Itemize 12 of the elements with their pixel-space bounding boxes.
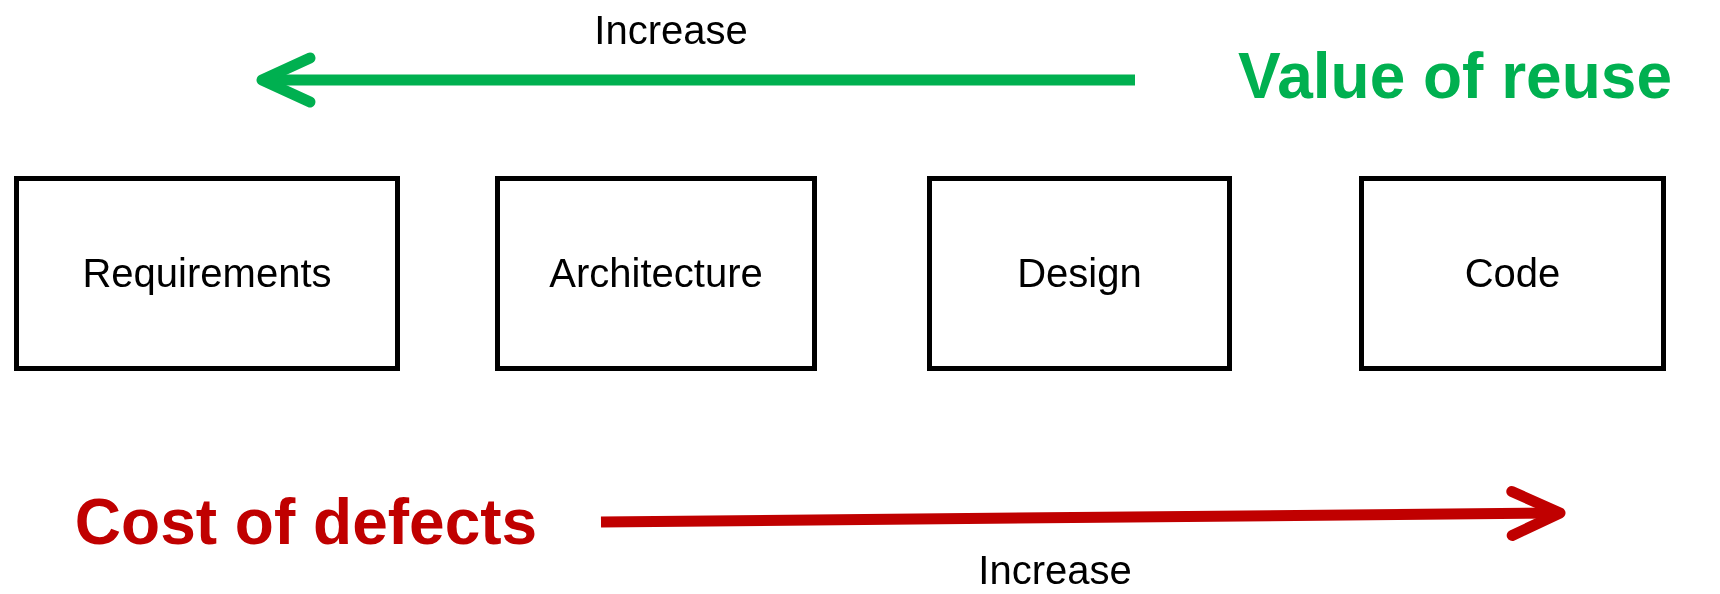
process-box <box>14 176 400 371</box>
box-label: Code <box>1464 251 1561 296</box>
direction-label: Increase <box>978 548 1132 592</box>
box-label: Architecture <box>549 251 763 296</box>
heading-label: Value of reuse <box>1238 40 1672 112</box>
process-box <box>927 176 1232 371</box>
direction-label: Increase <box>594 8 748 52</box>
heading-label: Cost of defects <box>74 486 538 558</box>
process-box <box>1359 176 1666 371</box>
process-box <box>495 176 817 371</box>
box-label: Design <box>1017 251 1142 296</box>
box-label: Requirements <box>82 251 332 296</box>
